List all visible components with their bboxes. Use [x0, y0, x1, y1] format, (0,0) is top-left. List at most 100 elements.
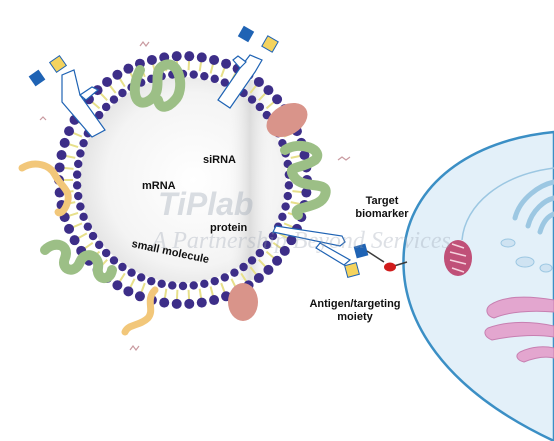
lipid-head	[196, 52, 207, 63]
transmembrane-protein-bottom-left	[40, 239, 117, 283]
lipid-head	[56, 150, 67, 161]
lipid-head	[200, 279, 209, 289]
lipid-head	[157, 279, 166, 289]
lipid-tail	[249, 266, 258, 276]
label-target-biomarker: Target biomarker	[355, 195, 409, 220]
lipid-head	[209, 295, 220, 306]
lipid-head	[102, 76, 113, 87]
lipid-head	[210, 276, 219, 286]
antibody-top-right	[217, 25, 279, 109]
lipid-tail	[209, 286, 215, 297]
lipid-head	[118, 88, 127, 98]
lipid-tail	[258, 92, 267, 101]
nucleic-acid-strand-left	[18, 160, 72, 217]
lipid-head	[83, 222, 93, 231]
lipid-head	[189, 281, 198, 290]
lipid-tail	[220, 67, 226, 78]
lipid-tail	[118, 77, 126, 88]
lipid-head	[147, 276, 156, 286]
lipid-head	[210, 74, 219, 84]
transmembrane-protein-right	[280, 140, 331, 220]
lipid-head	[171, 298, 182, 309]
lipid-tail	[77, 232, 88, 240]
lipid-head	[112, 69, 123, 80]
lipid-tail	[272, 242, 283, 250]
lipid-head	[253, 273, 264, 284]
vesicles	[500, 238, 553, 273]
lipid-tail	[292, 190, 303, 194]
lipid-tail	[83, 242, 94, 250]
label-mrna: mRNA	[142, 180, 176, 192]
lipid-head	[134, 291, 145, 302]
lipid-tail	[220, 282, 226, 293]
transmembrane-protein-top	[129, 59, 186, 112]
lipid-head	[253, 76, 264, 87]
lipid-head	[272, 94, 283, 105]
endoplasmic-reticulum	[484, 296, 554, 363]
lipid-head	[112, 280, 123, 291]
peripheral-protein-bottom	[228, 283, 258, 321]
lipid-tail	[68, 143, 79, 149]
lipid-head	[74, 159, 83, 169]
nucleic-acid-strand-bottom	[121, 286, 159, 336]
lipid-tail	[187, 60, 191, 71]
lipid-tail	[265, 250, 275, 259]
lipid-head	[299, 150, 310, 161]
lipid-head	[101, 102, 111, 112]
lipid-head	[281, 202, 290, 211]
lipid-head	[200, 71, 209, 81]
lipid-head	[284, 181, 294, 190]
golgi-apparatus	[512, 179, 554, 235]
lipid-head	[54, 162, 65, 173]
lipid-head	[171, 51, 182, 62]
lipid-head	[184, 298, 195, 309]
lipid-head	[178, 281, 188, 291]
lipid-tail	[198, 288, 203, 299]
lipid-head	[255, 102, 265, 112]
lipid-tail	[91, 101, 101, 110]
lipid-head	[220, 78, 230, 87]
lipid-tail	[72, 131, 83, 138]
surface-glycans	[39, 41, 351, 351]
lipid-head	[74, 191, 83, 201]
lipid-head	[94, 240, 104, 250]
lipid-head	[221, 58, 232, 69]
lipid-head	[272, 255, 283, 266]
antibody-top-left	[28, 54, 106, 138]
lipid-head	[109, 95, 119, 104]
lipid-head	[123, 63, 134, 74]
lipid-head	[301, 187, 312, 198]
lipid-head	[262, 110, 272, 120]
lipid-head	[220, 273, 230, 282]
lipid-tail	[99, 92, 108, 101]
lipid-tail	[175, 289, 179, 300]
lipid-tail	[265, 101, 275, 110]
lipid-head	[146, 54, 157, 65]
lipid-head	[209, 54, 220, 65]
lipid-tail	[63, 166, 74, 170]
lipid-head	[247, 256, 257, 265]
lipid-head	[118, 262, 127, 272]
lipid-head	[278, 212, 287, 222]
watermark-logo: TiPlab	[158, 186, 254, 222]
lipid-tail	[140, 282, 146, 293]
lipid-tail	[290, 201, 301, 206]
lipid-head	[286, 235, 297, 246]
lipid-tail	[198, 61, 203, 72]
lipid-head	[255, 248, 265, 258]
lipid-head	[127, 268, 136, 277]
label-antigen-targeting-moiety: Antigen/targeting moiety	[309, 298, 401, 323]
lipid-head	[88, 231, 98, 241]
lipid-head	[109, 256, 119, 265]
lipid-head	[79, 212, 88, 222]
lipid-head	[79, 138, 88, 148]
lipid-head	[136, 273, 146, 282]
lipid-head	[168, 281, 177, 290]
lipid-tail	[129, 278, 136, 289]
peripheral-protein-top	[266, 102, 308, 138]
lipid-head	[189, 70, 198, 79]
lipid-head	[123, 286, 134, 297]
lipid-head	[64, 223, 75, 234]
lipid-head	[239, 262, 248, 272]
